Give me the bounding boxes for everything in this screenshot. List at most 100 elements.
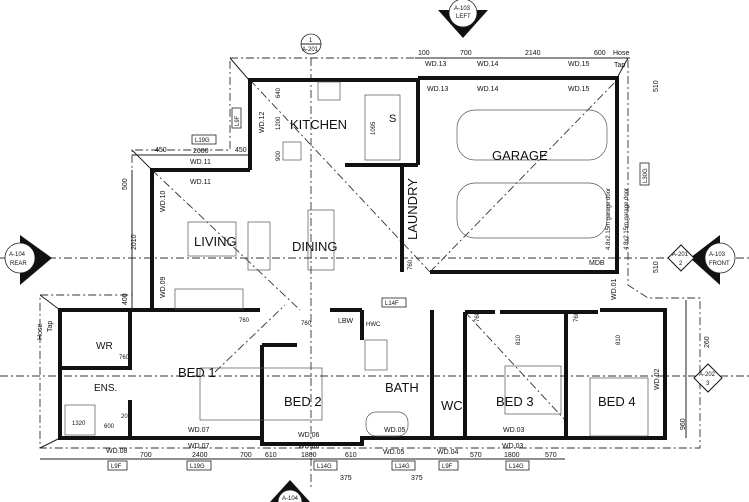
- dimension-label: 600: [104, 424, 115, 430]
- dimension-label: 1800: [301, 452, 317, 459]
- door-width-label: 760: [119, 355, 130, 361]
- room-ensuite: ENS.: [94, 383, 117, 394]
- door-width-label: 760: [239, 318, 250, 324]
- armchair-icon: [247, 221, 271, 271]
- dimension-label: 2140: [525, 50, 541, 57]
- window-label: WD.07: [188, 443, 210, 450]
- marker-ref: A-103: [709, 252, 726, 258]
- section-marker-2: A-201 2: [667, 244, 695, 272]
- cooktop-icon: [317, 81, 341, 101]
- window-label: WD.10: [160, 191, 167, 213]
- room-wc: WC: [441, 398, 463, 413]
- bed-icon: [504, 365, 562, 415]
- dimension-label: 570: [470, 452, 482, 459]
- room-bed-1: BED 1: [178, 365, 216, 380]
- window-label: WD.07: [188, 427, 210, 434]
- room-bath: BATH: [385, 380, 419, 395]
- elevation-marker-bottom: A-104: [270, 480, 310, 502]
- window-label: WD.05: [383, 449, 405, 456]
- hose-tap-label: Tap: [614, 62, 625, 69]
- dimensions: 100 700 2140 600 Hose Tap 510 510 4.8x2.…: [37, 50, 711, 482]
- window-label: WD.13: [427, 86, 449, 93]
- room-mdb: MDB: [589, 260, 605, 267]
- dimension-label: 700: [240, 452, 252, 459]
- dimension-label: 610: [265, 452, 277, 459]
- window-label: WD.03: [502, 443, 524, 450]
- window-label: WD.14: [477, 86, 499, 93]
- lintel-tag: L9F: [235, 115, 241, 126]
- dimension-label: 900: [276, 150, 282, 161]
- dimension-label: 20: [121, 414, 128, 420]
- marker-number: 3: [706, 381, 710, 387]
- room-garage: GARAGE: [492, 148, 548, 163]
- window-label: WD.06: [298, 432, 320, 439]
- marker-ref: A-103: [454, 6, 471, 12]
- stairs-icon: [364, 94, 401, 161]
- lintel-tag: L30G: [643, 168, 649, 183]
- pantry-dim: 1095: [371, 121, 377, 135]
- marker-ref: A-104: [9, 252, 26, 258]
- marker-ref: A-104: [282, 496, 299, 502]
- dimension-label: 260: [704, 336, 711, 348]
- window-label: WD.15: [568, 86, 590, 93]
- lintel-tags: L19G L9F L9F L19G L14G L14G L9F L14G L30…: [107, 107, 650, 471]
- door-width-label: 760: [475, 311, 481, 322]
- window-label: WD.02: [654, 369, 661, 391]
- marker-name: LEFT: [456, 14, 471, 20]
- room-kitchen: KITCHEN: [290, 117, 347, 132]
- lintel-tag: L14G: [317, 464, 332, 470]
- window-label: WD.13: [425, 61, 447, 68]
- sink-icon: [282, 141, 302, 161]
- sofa-icon: [187, 221, 237, 257]
- dimension-label: 610: [345, 452, 357, 459]
- door-width-label: 760: [301, 321, 312, 327]
- dimension-label: 1800: [504, 452, 520, 459]
- dimension-label: 700: [140, 452, 152, 459]
- lintel-tag: L9F: [111, 464, 122, 470]
- walls: [58, 76, 667, 446]
- lintel-tag: L19G: [190, 464, 205, 470]
- elevation-marker-left: A-103 LEFT: [438, 0, 488, 38]
- door-width-label: 810: [616, 334, 622, 345]
- window-label: WD.12: [259, 112, 266, 134]
- marker-ref: A-202: [699, 372, 716, 378]
- dimension-label: 450: [235, 147, 247, 154]
- tv-unit-icon: [174, 288, 244, 310]
- room-bed-4: BED 4: [598, 394, 636, 409]
- marker-ref: A-201: [672, 252, 689, 258]
- room-bed-3: BED 3: [496, 394, 534, 409]
- dimension-label: 960: [680, 418, 687, 430]
- window-label: WD.01: [611, 279, 618, 301]
- hose-tap-label: Hose: [37, 324, 44, 340]
- window-label: WD.06: [298, 443, 320, 450]
- dimension-label: 600: [594, 50, 606, 57]
- dimension-label: 375: [411, 475, 423, 482]
- furniture: [64, 81, 649, 437]
- window-label: WD.14: [477, 61, 499, 68]
- room-laundry: LAUNDRY: [405, 178, 420, 240]
- dimension-label: 510: [653, 80, 660, 92]
- section-marker-top: 1 A-201: [300, 33, 322, 55]
- window-labels: WD.13 WD.13 WD.14 WD.14 WD.15 WD.15 WD.1…: [106, 61, 661, 456]
- marker-name: REAR: [10, 261, 27, 267]
- section-marker-3: A-202 3: [693, 363, 723, 393]
- dimension-label: 2010: [131, 234, 138, 250]
- room-labels: KITCHEN GARAGE LAUNDRY LIVING DINING BED…: [94, 113, 636, 413]
- dining-table-icon: [307, 209, 335, 271]
- dimension-label: 570: [545, 452, 557, 459]
- shower-icon: [364, 339, 388, 371]
- room-bed-2: BED 2: [284, 394, 322, 409]
- car-icon: [456, 182, 608, 239]
- room-wr: WR: [96, 341, 113, 352]
- window-label: WD.11: [190, 159, 211, 166]
- dimension-label: 375: [340, 475, 352, 482]
- bathtub-icon: [365, 411, 409, 437]
- room-pantry: S: [389, 113, 396, 125]
- room-living: LIVING: [194, 234, 237, 249]
- dimension-label: 510: [653, 261, 660, 273]
- window-label: WD.03: [503, 427, 525, 434]
- marker-number: 2: [679, 261, 683, 267]
- lintel-tag: L14G: [509, 464, 524, 470]
- garage-door-label: 4.8x2.15m garage door: [624, 188, 630, 250]
